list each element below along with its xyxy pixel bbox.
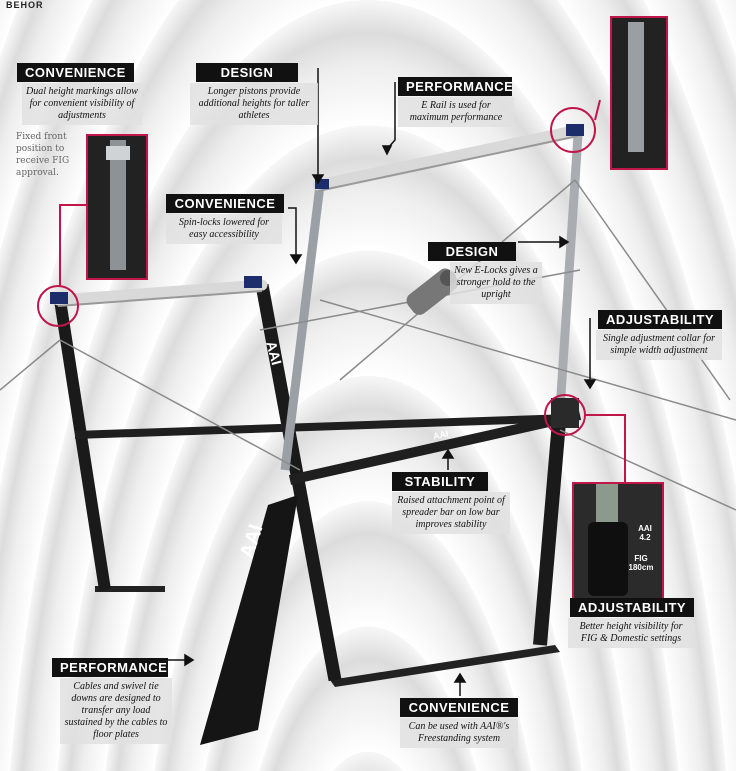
stability-tag: STABILITY [392, 472, 488, 491]
high-bar-rail [312, 124, 584, 191]
inset-label-aai: AAI 4.2 [638, 524, 652, 542]
performance-rail-tag: PERFORMANCE [398, 77, 513, 96]
convenience-heights-text: Dual height markings allow for convenien… [22, 83, 142, 125]
highlight-circle-low-bar [37, 285, 79, 327]
inset-height-markings [86, 134, 148, 280]
upright-pad [200, 495, 298, 745]
cap-low-left [50, 292, 68, 304]
inset-high-bar-top [610, 16, 668, 170]
arrows [165, 68, 597, 696]
spreader-bar-front [288, 410, 582, 485]
adjustability-collar-tag: ADJUSTABILITY [598, 310, 723, 329]
design-pistons-text: Longer pistons provide additional height… [190, 83, 318, 125]
floor-plate-right [330, 645, 560, 687]
convenience-freestanding-tag: CONVENIENCE [400, 698, 518, 717]
inset-collar: AAI 4.2 FIG 180cm [572, 482, 664, 604]
floor-plate-left [95, 586, 165, 592]
adjustability-collar-text: Single adjustment collar for simple widt… [596, 330, 722, 360]
highlight-circle-high-bar [550, 107, 596, 153]
convenience-spinlocks-tag: CONVENIENCE [166, 194, 284, 213]
adjustment-collar [551, 398, 579, 428]
fixed-front-text: Fixed front position to receive FIG appr… [16, 132, 70, 178]
performance-cables-tag: PERFORMANCE [52, 658, 168, 677]
inset-label-fig: FIG 180cm [628, 554, 654, 572]
high-bar-rail-edge [317, 135, 579, 192]
low-bar-rail-edge [57, 290, 263, 307]
design-elocks-tag: DESIGN [428, 242, 516, 261]
high-bar-upright-left [280, 184, 325, 471]
leader-lines [59, 99, 626, 485]
performance-cables-text: Cables and swivel tie downs are designed… [60, 678, 172, 744]
adjustability-visibility-text: Better height visibility for FIG & Domes… [568, 618, 694, 648]
spreader-bar [74, 414, 571, 439]
adjustability-visibility-tag: ADJUSTABILITY [570, 598, 695, 617]
design-elocks-text: New E-Locks gives a stronger hold to the… [450, 262, 542, 304]
performance-rail-text: E Rail is used for maximum performance [398, 97, 514, 127]
convenience-freestanding-text: Can be used with AAI®'s Freestanding sys… [400, 718, 518, 748]
corner-text: BEHOR [6, 0, 44, 10]
low-bar-upright-left [54, 299, 111, 591]
cap-high-left [315, 179, 329, 189]
low-bar-rail [52, 279, 268, 306]
convenience-spinlocks-text: Spin-locks lowered for easy accessibilit… [166, 214, 282, 244]
cap-high-right [566, 124, 584, 136]
high-bar-upright-right-lower [533, 409, 567, 646]
cap-low-right [244, 276, 262, 288]
stability-text: Raised attachment point of spreader bar … [392, 492, 510, 534]
convenience-heights-tag: CONVENIENCE [17, 63, 134, 82]
design-pistons-tag: DESIGN [196, 63, 298, 82]
